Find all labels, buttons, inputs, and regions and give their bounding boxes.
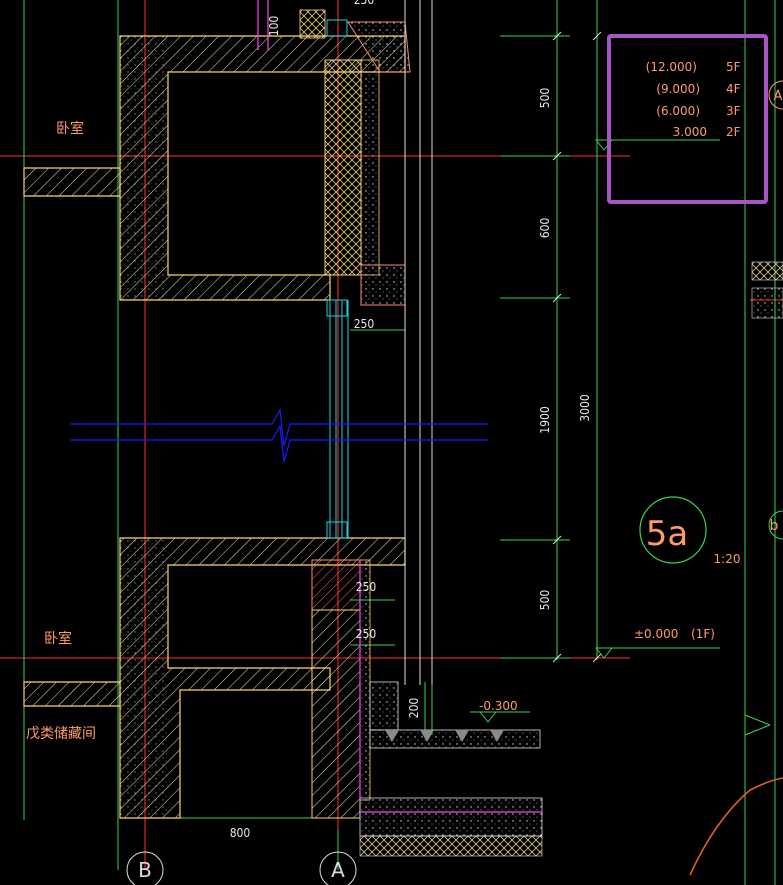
dim-seg-1900: 1900: [538, 406, 552, 434]
dim-250-low2: 250: [356, 627, 377, 641]
detail-bubble: 5a 1:20: [639, 496, 741, 566]
level-elev-ground: ±0.000: [634, 627, 678, 641]
axis-label-b: B: [138, 858, 152, 882]
room-label-upper: 卧室: [56, 120, 84, 137]
level-floor-4f: 4F: [726, 82, 741, 96]
level-elev-outside: -0.300: [479, 699, 518, 713]
dim-800: 800: [230, 826, 251, 840]
break-line: [70, 408, 488, 463]
highlight-box: [607, 34, 768, 204]
axis-bubble-right: A: [319, 851, 357, 885]
axis-bubble-left: B: [126, 851, 164, 885]
dim-250-low1: 250: [356, 580, 377, 594]
dimension-ticks: [552, 31, 602, 663]
room-label-storage: 戊类储藏间: [26, 726, 96, 742]
lower-slab: [23, 537, 406, 819]
dim-seg-500-bot: 500: [538, 590, 552, 611]
glazing: [326, 19, 349, 539]
room-label-lower: 卧室: [44, 630, 72, 647]
level-elev-3f: (6.000): [656, 104, 700, 118]
level-floor-5f: 5F: [726, 60, 741, 74]
dim-200: 200: [407, 698, 421, 719]
level-elev-5f: (12.000): [646, 60, 697, 74]
dim-250-mid: 250: [354, 317, 375, 331]
level-floor-3f: 3F: [726, 104, 741, 118]
edge-bubble-bottom: b: [768, 510, 783, 540]
level-floor-2f: 2F: [726, 125, 741, 139]
edge-bubble-top: A: [768, 80, 783, 110]
dim-seg-600: 600: [538, 218, 552, 239]
roof-edge: [751, 261, 783, 319]
level-elev-4f: (9.000): [656, 82, 700, 96]
foundation: [359, 729, 543, 857]
dim-250-top: 250: [354, 0, 375, 7]
dim-total-3000: 3000: [578, 394, 592, 422]
pipe-markers: [257, 0, 361, 800]
dim-100: 100: [267, 16, 281, 37]
edge-label-b: b: [770, 518, 779, 534]
dim-seg-500-top: 500: [538, 88, 552, 109]
upper-slab: [23, 9, 411, 306]
facade-lines: [404, 0, 433, 685]
dimension-lines: [23, 0, 776, 885]
detail-id: 5a: [646, 514, 688, 554]
edge-label-a: A: [774, 89, 783, 104]
detail-scale: 1:20: [714, 552, 741, 566]
level-elev-2f: 3.000: [673, 125, 707, 139]
level-floor-ground: (1F): [691, 627, 715, 641]
axis-label-a: A: [331, 858, 345, 882]
site-boundary-curve: [689, 777, 783, 876]
level-table: (12.000) 5F (9.000) 4F (6.000) 3F 3.000 …: [646, 60, 741, 139]
